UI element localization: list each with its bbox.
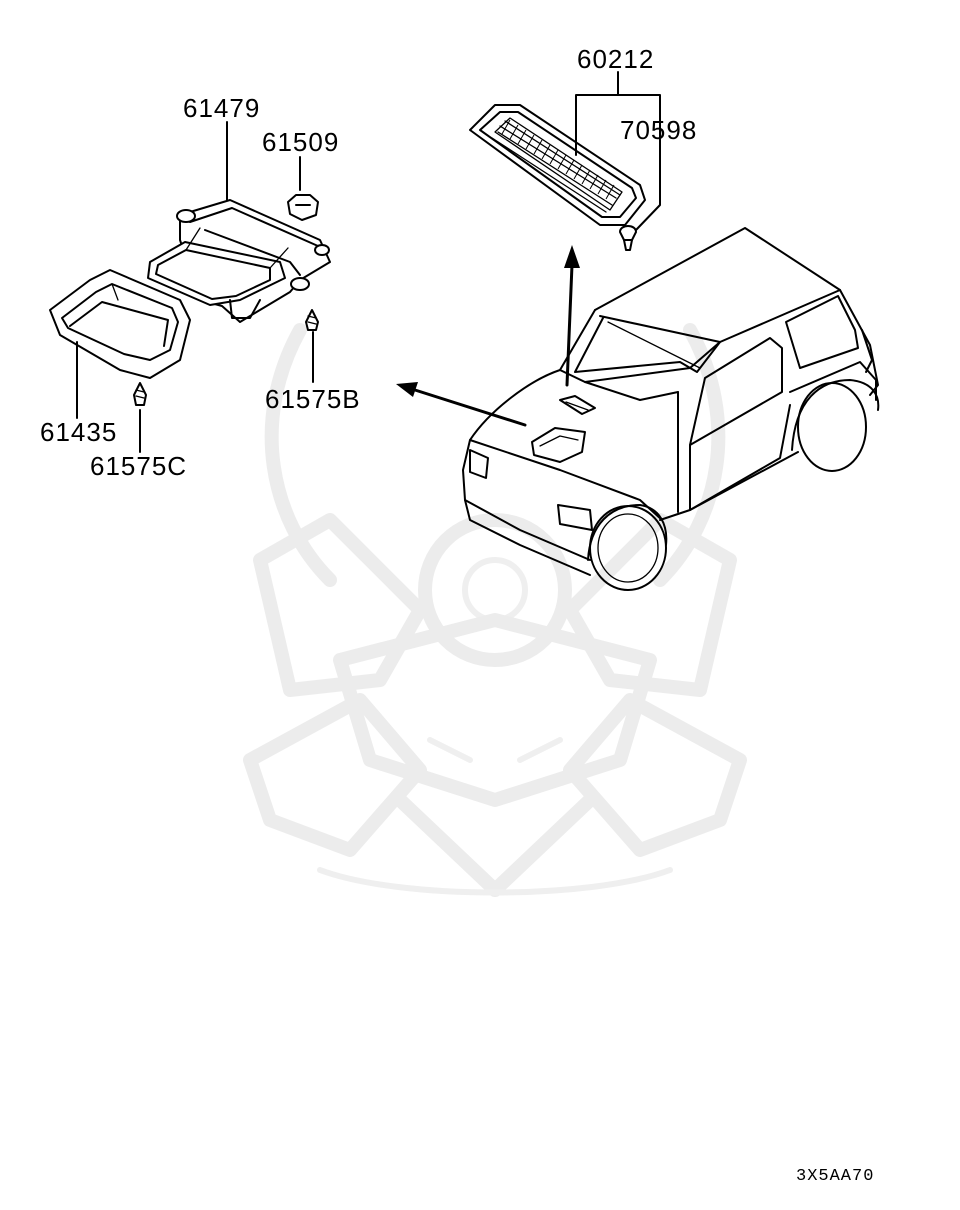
leader-lines-cowl bbox=[575, 71, 661, 231]
label-61435: 61435 bbox=[40, 417, 117, 447]
duct-clip-part bbox=[287, 194, 319, 221]
hood-scoop-garnish-part bbox=[49, 269, 191, 379]
label-70598: 70598 bbox=[620, 115, 697, 145]
arrow-left-head bbox=[396, 382, 418, 397]
duct-screw-part bbox=[305, 309, 319, 331]
grille-slats bbox=[501, 119, 615, 200]
label-61479: 61479 bbox=[183, 93, 260, 123]
leader-lines-duct bbox=[76, 121, 314, 453]
label-61509: 61509 bbox=[262, 127, 339, 157]
label-60212: 60212 bbox=[577, 44, 654, 74]
grille-clip-part bbox=[619, 225, 637, 251]
air-duct-part bbox=[147, 199, 331, 323]
cowl-grille-part bbox=[469, 104, 646, 226]
figure-code: 3X5AA70 bbox=[796, 1167, 874, 1186]
vehicle-outline bbox=[462, 227, 880, 591]
arrow-up-head bbox=[564, 245, 580, 268]
assembly-arrows bbox=[396, 245, 580, 427]
garnish-screw-part bbox=[133, 382, 147, 406]
label-61575c: 61575C bbox=[90, 451, 187, 481]
label-61575b: 61575B bbox=[265, 384, 361, 414]
watermark-emblem bbox=[243, 323, 747, 897]
